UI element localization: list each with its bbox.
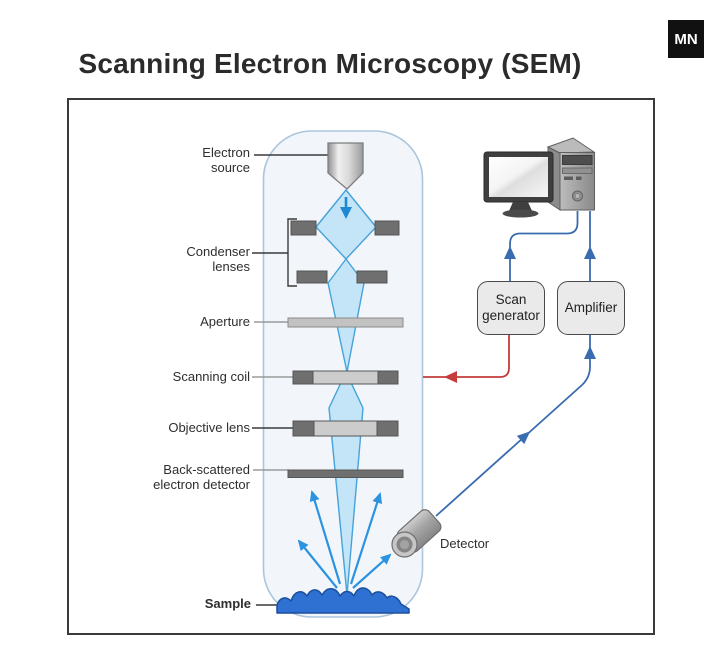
scattered-electron-arrows [297, 490, 392, 589]
beam-direction-arrow [340, 197, 352, 219]
detector-opening [391, 531, 418, 558]
amplifier-to-computer-arrowhead [584, 246, 596, 259]
detector-to-amplifier-arrowhead-top [584, 346, 596, 359]
detector-to-amplifier-line [435, 332, 591, 517]
tower-port [564, 176, 573, 180]
label-objective-lens: Objective lens [168, 420, 250, 435]
label-electron-source: Electron source [202, 145, 250, 175]
label-aperture: Aperture [200, 314, 250, 329]
objective-lens-left-cap [292, 420, 315, 437]
tower-port [576, 176, 582, 180]
scatter-arrow [349, 492, 382, 585]
tower-slot-bar [562, 167, 593, 174]
brand-logo: MN [668, 20, 704, 58]
label-condenser-lenses: Condenser lenses [186, 244, 250, 274]
scanning-coil-left-cap [292, 370, 314, 385]
condenser-lens1-left [290, 220, 317, 236]
condenser-lens1-right [374, 220, 400, 236]
condenser-bracket [287, 218, 297, 287]
label-backscattered-detector: Back-scattered electron detector [153, 462, 250, 492]
tower-power-button-inner [574, 193, 581, 199]
sample-specimen [276, 587, 410, 614]
aperture-plate [287, 317, 404, 328]
tower-drive-bay [562, 155, 593, 165]
scan-generator-to-computer-arrowhead [504, 246, 516, 259]
detector-to-amplifier-arrowhead-diagonal [516, 431, 531, 445]
objective-lens-right-cap [376, 420, 399, 437]
scan-generator-to-coil-line [423, 332, 510, 378]
condenser-lens2-right [356, 270, 388, 284]
scatter-arrow [352, 553, 392, 589]
scan-generator-box: Scan generator [477, 281, 545, 335]
label-scanning-coil: Scanning coil [172, 369, 250, 384]
page-title: Scanning Electron Microscopy (SEM) [78, 48, 582, 79]
monitor-stand-base [502, 209, 539, 218]
scatter-arrow [309, 490, 342, 585]
tower-top-face [546, 137, 596, 154]
electron-source-gun [327, 142, 364, 190]
label-sample: Sample [204, 596, 251, 611]
monitor-stand-neck [509, 202, 532, 211]
computer-tower [546, 137, 596, 211]
scan-generator-to-coil-arrowhead [444, 371, 457, 383]
objective-lens-middle [302, 420, 389, 437]
condenser-lens2-left [296, 270, 328, 284]
monitor-screen [489, 157, 548, 197]
label-detector: Detector [440, 536, 490, 551]
scanning-coil-middle [302, 370, 389, 385]
scan-generator-to-computer-line [509, 211, 579, 281]
scanning-coil-right-cap [377, 370, 399, 385]
amplifier-box: Amplifier [557, 281, 625, 335]
backscattered-detector-plate [287, 469, 404, 478]
computer-monitor [483, 151, 554, 218]
scatter-arrow [297, 539, 338, 589]
